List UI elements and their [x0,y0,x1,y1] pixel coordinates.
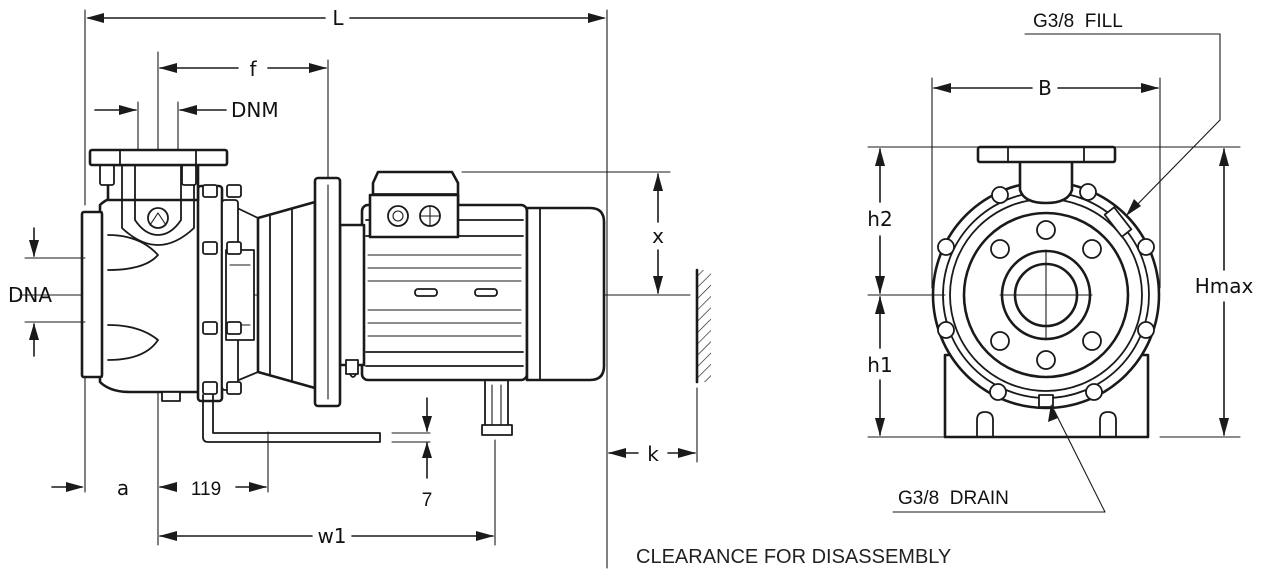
label-L: L [332,6,344,30]
motor-foot [481,379,513,436]
side-view: L f DNM DNA x a 119 [8,6,951,569]
label-a: a [117,476,129,500]
label-f: f [249,57,257,81]
lantern-bracket [256,176,342,408]
label-h2: h2 [867,207,892,231]
label-DNA: DNA [8,283,52,307]
label-7: 7 [422,490,433,511]
label-B: B [1038,76,1052,100]
label-w1: w1 [317,524,346,548]
wall [695,268,711,384]
drain-label: G3/8 DRAIN [898,488,1009,509]
casing-bolt [202,184,242,395]
label-119: 119 [191,479,221,500]
label-Hmax: Hmax [1195,274,1254,298]
label-h1: h1 [867,353,892,377]
discharge-flange [976,145,1117,164]
fill-label: G3/8 FILL [1033,11,1123,32]
discharge-neck [1018,158,1074,205]
motor [338,170,606,382]
drain-plug [1038,394,1054,408]
label-DNM: DNM [231,98,279,122]
end-view: B h2 h1 Hmax G3/8 FILL G3/8 DRAIN [867,11,1254,513]
pump-casing [80,148,259,403]
fill-plug [1103,206,1133,238]
clearance-note: CLEARANCE FOR DISASSEMBLY [636,546,951,568]
label-x: x [652,224,664,248]
end-view-bolt [937,183,1155,401]
pump-foot [202,394,381,443]
label-k: k [647,442,659,466]
